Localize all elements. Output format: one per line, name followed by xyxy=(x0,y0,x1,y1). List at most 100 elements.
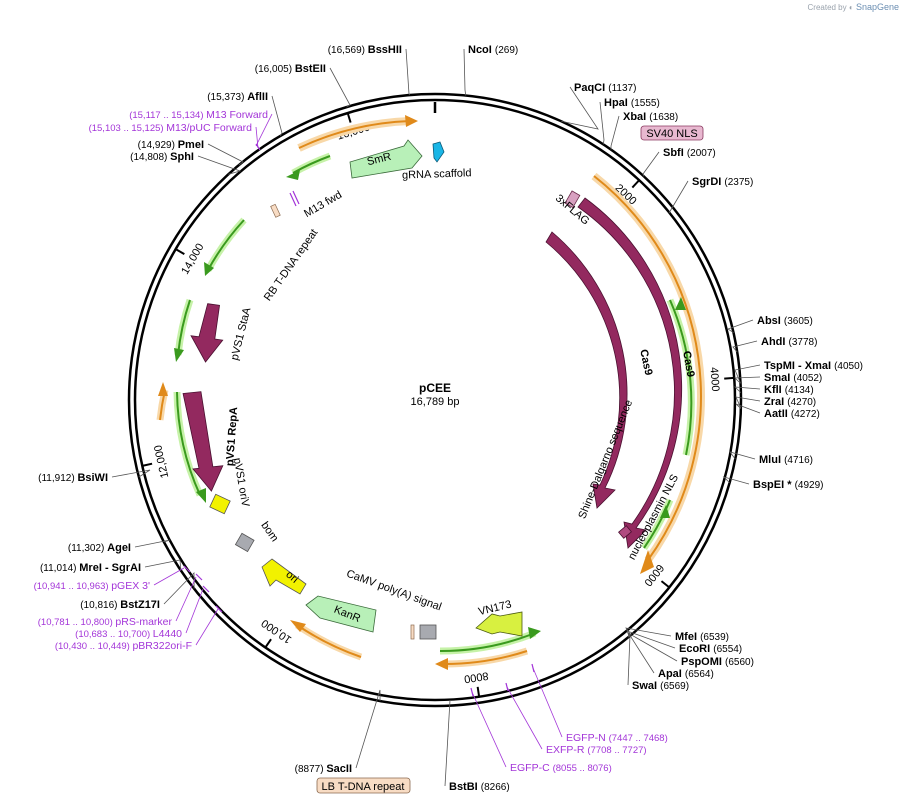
enzyme-leader-line xyxy=(134,539,171,548)
feature-label-pvs1-staa: pVS1 StaA xyxy=(229,306,254,362)
feature-label-pvs1-repa: pVS1 RepA xyxy=(224,407,240,467)
primer-label: EXFP-R (7708 .. 7727) xyxy=(546,744,647,756)
enzyme-label: BstBI (8266) xyxy=(449,781,510,793)
primer-leader-line xyxy=(153,567,185,586)
enzyme-leader-line xyxy=(722,476,750,485)
primer-leader-line xyxy=(175,576,197,622)
enzyme-leader-line xyxy=(735,403,761,414)
enzyme-leader-line xyxy=(734,376,761,384)
sv40-nls-label: SV40 NLS xyxy=(640,125,704,141)
enzyme-leader-line xyxy=(628,632,655,674)
ruler-label: 12,000 xyxy=(152,444,171,479)
enzyme-label: (8877) SacII xyxy=(295,763,352,775)
svg-text:SV40 NLS: SV40 NLS xyxy=(646,128,697,140)
lb-tdna-repeat-label: LB T-DNA repeat xyxy=(316,777,411,794)
plasmid-name: pCEE xyxy=(419,381,451,395)
enzyme-label: KflI (4134) xyxy=(764,384,814,396)
pvs1-oriv-box xyxy=(209,493,231,515)
backbone-inner xyxy=(133,98,737,702)
primer-leader-line xyxy=(195,608,219,646)
enzyme-label: (10,816) BstZ17I xyxy=(80,599,160,611)
feature-label-cas9-inner: Cas9 xyxy=(637,348,654,376)
feature-label-bom: bom xyxy=(258,520,280,544)
feature-label-rb-tdna-repeat: RB T-DNA repeat xyxy=(262,227,320,303)
enzyme-leader-line xyxy=(627,633,631,686)
feature-label-m13-fwd: M13 fwd xyxy=(302,189,344,220)
primer-leader-line xyxy=(471,691,507,768)
ruler-ticks xyxy=(142,102,735,697)
green-arrowheads xyxy=(174,170,686,639)
cas9-inner-arrow xyxy=(545,231,628,509)
enzyme-label: ApaI (6564) xyxy=(658,668,714,680)
enzyme-leader-line xyxy=(111,469,151,478)
ruler-label: 8000 xyxy=(463,669,489,684)
camv-polya-box xyxy=(419,624,437,640)
ruler-tick xyxy=(476,686,481,697)
smr-arrow xyxy=(349,139,423,179)
enzyme-label: AbsI (3605) xyxy=(757,315,813,327)
enzyme-label: NcoI (269) xyxy=(468,44,518,56)
pvs1-staa-arrow xyxy=(190,303,224,363)
enzyme-leader-line xyxy=(599,101,605,145)
ruler-tick xyxy=(142,462,153,467)
rb-tdna-repeat-mark xyxy=(270,203,281,218)
enzyme-leader-line xyxy=(444,699,451,787)
ruler-tick xyxy=(631,179,640,189)
primer-leader-line xyxy=(185,588,204,634)
enzyme-label: SgrDI (2375) xyxy=(692,176,753,188)
enzyme-label: SmaI (4052) xyxy=(764,372,822,384)
enzyme-leader-line xyxy=(626,630,676,649)
primer-label: (10,781 .. 10,800) pRS-marker xyxy=(38,616,173,628)
enzyme-label: (14,808) SphI xyxy=(130,151,194,163)
enzyme-label: (11,014) MreI - SgrAI xyxy=(40,562,141,574)
enzyme-leaders xyxy=(111,48,761,787)
enzyme-label: AatII (4272) xyxy=(764,408,820,420)
primer-label: (15,117 .. 15,134) M13 Forward xyxy=(129,109,268,121)
credit-prefix: Created by xyxy=(807,3,847,12)
snapgene-credit: Created by ◐ SnapGene xyxy=(808,2,900,12)
enzyme-leader-line xyxy=(728,451,756,460)
feature-label-grna-scaffold: gRNA scaffold xyxy=(402,167,472,181)
primer-leader-line xyxy=(506,686,543,750)
ruler-tick xyxy=(724,376,735,380)
enzyme-leader-line xyxy=(405,48,411,96)
ruler-tick xyxy=(346,112,352,123)
enzyme-label: BspEI * (4929) xyxy=(753,479,823,491)
enzyme-leader-line xyxy=(329,67,351,108)
enzyme-leader-line xyxy=(610,115,620,150)
enzyme-label: XbaI (1638) xyxy=(623,111,678,123)
feature-label-shine-dalgarno: Shine-Dalgarno sequence xyxy=(576,398,635,520)
ruler-label: 10,000 xyxy=(259,617,294,646)
enzyme-label: (16,569) BssHII xyxy=(328,44,402,56)
enzyme-label: EcoRI (6554) xyxy=(679,643,742,655)
backbone-outer xyxy=(127,92,743,708)
enzyme-leader-line xyxy=(463,48,467,96)
enzyme-label: MfeI (6539) xyxy=(675,631,729,643)
enzyme-label: SwaI (6569) xyxy=(632,680,689,692)
lb-tdna-repeat-mark xyxy=(410,624,415,640)
primer-label: EGFP-C (8055 .. 8076) xyxy=(510,762,612,774)
ruler-tick xyxy=(264,638,272,649)
enzyme-label: AhdI (3778) xyxy=(761,336,817,348)
vn173-arrow xyxy=(475,611,523,637)
enzyme-label: TspMI - XmaI (4050) xyxy=(764,360,863,372)
bom-box xyxy=(234,532,255,553)
ruler-label: 14,000 xyxy=(179,242,206,277)
feature-label-cas9-outer: Cas9 xyxy=(680,350,696,378)
enzyme-leader-line xyxy=(627,632,678,662)
orange-arrowheads xyxy=(158,115,654,670)
primer-label: (10,683 .. 10,700) L4440 xyxy=(75,628,182,640)
grna-scaffold-mark xyxy=(432,141,445,163)
enzyme-label: PaqCI (1137) xyxy=(574,82,636,94)
enzyme-label: (16,005) BstEII xyxy=(255,63,326,75)
primer-label: (10,941 .. 10,963) pGEX 3' xyxy=(34,580,150,592)
enzyme-leader-line xyxy=(732,340,758,353)
m13-fwd-mark xyxy=(289,190,300,207)
enzyme-leader-line xyxy=(561,86,599,130)
plasmid-size: 16,789 bp xyxy=(411,396,460,408)
snapgene-logo-icon: ◐ xyxy=(848,3,854,12)
enzyme-label: PspOMI (6560) xyxy=(681,656,754,668)
feature-label-smr: SmR xyxy=(366,151,393,169)
enzyme-label: (11,302) AgeI xyxy=(68,542,131,554)
3xflag-mark xyxy=(564,190,581,209)
